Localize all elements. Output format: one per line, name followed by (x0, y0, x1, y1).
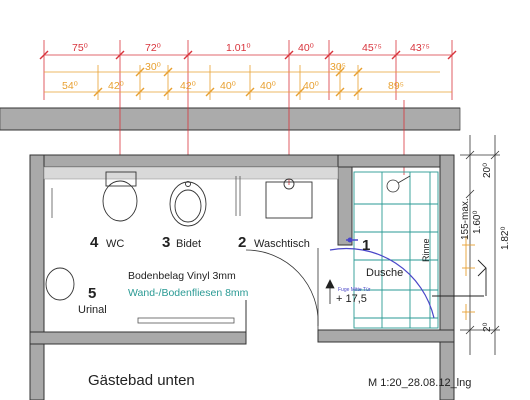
bidet-icon (169, 181, 207, 227)
floor-note: Bodenbelag Vinyl 3mm (128, 270, 236, 282)
shower-head-icon (386, 175, 411, 193)
right-orange-marks (462, 236, 475, 320)
wall-tile-strip (43, 166, 339, 180)
washbasin-icon (265, 178, 313, 219)
tile-note: Wand-/Bodenfliesen 8mm (128, 287, 249, 299)
fixture-3-number: 3 (162, 234, 170, 251)
door-swing (245, 237, 435, 332)
dim-305: 30⁵ (330, 61, 346, 73)
dim-2: 2⁰ (482, 322, 493, 332)
room-title: Gästebad unten (88, 372, 195, 389)
dim-20: 20⁰ (482, 163, 493, 178)
dimension-labels-right: 20⁰ 155-max. 1.60⁰ 1.82⁰ 2⁰ (460, 163, 511, 332)
dim-40b: 40⁰ (220, 80, 237, 92)
dim-160: 1.60⁰ (472, 211, 483, 234)
dimension-labels-top: 75⁰ 72⁰ 1.01⁰ 40⁰ 45⁷⁵ 43⁷⁵ 30⁰ 30⁵ 54⁰ … (62, 42, 430, 92)
level-mark: + 17,5 (336, 293, 367, 305)
dim-40d: 40⁰ (303, 80, 320, 92)
dim-40c: 40⁰ (260, 80, 277, 92)
dimension-chain-orange (44, 65, 452, 100)
dim-54: 54⁰ (62, 80, 79, 92)
fixture-3-name: Bidet (176, 238, 201, 250)
fixture-4-name: WC (106, 238, 124, 250)
dim-4575: 45⁷⁵ (362, 42, 382, 54)
fixture-5-number: 5 (88, 285, 96, 302)
fixture-2-number: 2 (238, 234, 246, 251)
fixture-1-number: 1 (362, 237, 370, 254)
dimension-chain-red (39, 40, 457, 185)
rinne-label: Rinne (421, 238, 431, 262)
dim-895: 89⁵ (388, 80, 404, 92)
roof-band (0, 107, 461, 131)
dim-101: 1.01⁰ (226, 42, 251, 54)
fixture-2-name: Waschtisch (254, 238, 310, 250)
pipe-details (51, 176, 241, 218)
dim-4375: 43⁷⁵ (410, 42, 430, 54)
scale-note: M 1:20_28.08.12_lng (368, 377, 471, 389)
dim-155max: 155-max. (460, 198, 471, 240)
door-note: Fuge Mitte Tür (338, 287, 371, 293)
dim-30: 30⁰ (145, 61, 162, 73)
threshold-bar (137, 317, 235, 324)
level-arrow-icon (325, 279, 335, 304)
fixture-labels: 4 WC 3 Bidet 2 Waschtisch 1 Dusche 5 Uri… (78, 234, 403, 316)
dim-42a: 42⁰ (108, 80, 125, 92)
dim-182: 1.82⁰ (500, 227, 511, 250)
shower-tile-grid (353, 171, 439, 329)
dim-75: 75⁰ (72, 42, 89, 54)
wc-icon (102, 171, 138, 222)
fixture-4-number: 4 (90, 234, 99, 251)
walls (29, 154, 455, 400)
urinal-icon (45, 267, 75, 301)
dim-40a: 40⁰ (298, 42, 315, 54)
arrow-icon (432, 259, 487, 297)
dim-42b: 42⁰ (180, 80, 197, 92)
dim-72: 72⁰ (145, 42, 162, 54)
fixture-1-name: Dusche (366, 267, 403, 279)
fixture-5-name: Urinal (78, 304, 107, 316)
